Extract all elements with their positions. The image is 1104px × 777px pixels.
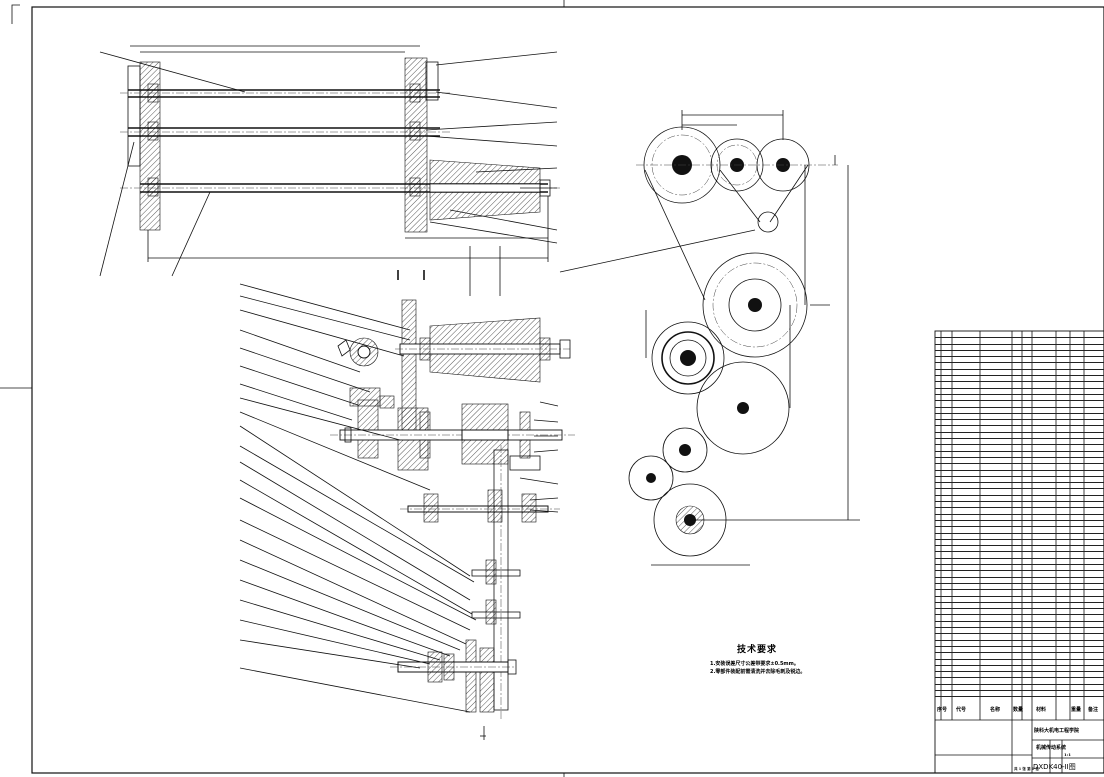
bom-row <box>935 495 1104 503</box>
bom-row <box>935 381 1104 389</box>
bom-row <box>935 482 1104 490</box>
bom-row <box>935 407 1104 414</box>
bom-row <box>935 369 1104 377</box>
bom-row <box>935 400 1104 408</box>
bom-row <box>935 344 1104 351</box>
bom-row <box>935 621 1104 629</box>
tech-requirement-line-1: 1.安装误差尺寸公差带要求±0.5mm。 <box>710 661 799 667</box>
bom-row <box>935 388 1104 395</box>
bom-row <box>935 671 1104 679</box>
bom-header-qty: 数量 <box>1013 707 1024 713</box>
bom-row <box>935 520 1104 528</box>
bom-row <box>935 564 1104 572</box>
bom-header-no: 序号 <box>937 707 948 713</box>
bom-row <box>935 426 1104 433</box>
bom-row <box>935 476 1104 484</box>
bom-row <box>935 665 1104 673</box>
bom-row <box>935 602 1104 610</box>
bom-row <box>935 583 1104 591</box>
bom-row <box>935 375 1104 383</box>
drawing-title: 机械传动系统 <box>1036 745 1067 751</box>
bom-row <box>935 470 1104 477</box>
bom-row <box>935 337 1104 345</box>
bom-row <box>935 356 1104 364</box>
bom-row <box>935 570 1104 578</box>
bom-row <box>935 690 1104 698</box>
bom-row <box>935 463 1104 471</box>
bom-row <box>935 615 1104 622</box>
bom-row <box>935 684 1104 692</box>
bom-header-name: 名称 <box>990 707 1001 713</box>
bom-row <box>935 659 1104 666</box>
bom-row <box>935 489 1104 496</box>
bill-of-materials <box>935 331 1104 720</box>
bom-row <box>935 363 1104 370</box>
scale-label: 1:1 <box>1064 752 1072 757</box>
sheet-info: 共 1 张 第 1 张 <box>1014 767 1039 771</box>
bom-row <box>935 451 1104 458</box>
bom-row <box>935 558 1104 566</box>
bom-row <box>935 350 1104 358</box>
bom-row <box>935 545 1104 553</box>
bom-header-note: 备注 <box>1088 707 1099 713</box>
bom-header-weight: 重量 <box>1071 707 1082 713</box>
bom-row <box>935 640 1104 647</box>
bom-row <box>935 652 1104 660</box>
bom-row <box>935 589 1104 597</box>
bom-row <box>935 678 1104 685</box>
bom-row <box>935 419 1104 427</box>
bom-row <box>935 438 1104 446</box>
bom-row <box>935 539 1104 547</box>
bom-row <box>935 413 1104 421</box>
drawing-number: DXDK40-II图 <box>1033 763 1076 771</box>
top-shaft-view <box>99 45 560 277</box>
bom-row <box>935 394 1104 402</box>
bom-row <box>935 501 1104 509</box>
bom-row <box>935 633 1104 641</box>
bom-row <box>935 507 1104 515</box>
bom-row <box>935 432 1104 440</box>
bom-row <box>935 514 1104 521</box>
bom-row <box>935 627 1104 635</box>
bom-row <box>935 533 1104 540</box>
bom-row <box>935 457 1104 465</box>
bom-row <box>935 526 1104 534</box>
bom-row <box>935 552 1104 559</box>
bom-row <box>935 444 1104 452</box>
school-name: 陕科大机电工程学院 <box>1034 728 1080 734</box>
tech-requirements-title: 技术要求 <box>737 645 778 655</box>
bom-row <box>935 608 1104 616</box>
bom-row <box>935 596 1104 603</box>
gear-layout-view <box>559 110 860 566</box>
section-marks <box>397 246 501 296</box>
bom-header-material: 材料 <box>1036 707 1047 713</box>
bom-row <box>935 331 1104 339</box>
bom-header-code: 代号 <box>956 707 967 713</box>
bom-row <box>935 646 1104 654</box>
bom-row <box>935 577 1104 584</box>
tech-requirement-line-2: 2.零部件装配前需清洗并去除毛刺及锐边。 <box>710 669 806 675</box>
section-view <box>239 283 575 740</box>
